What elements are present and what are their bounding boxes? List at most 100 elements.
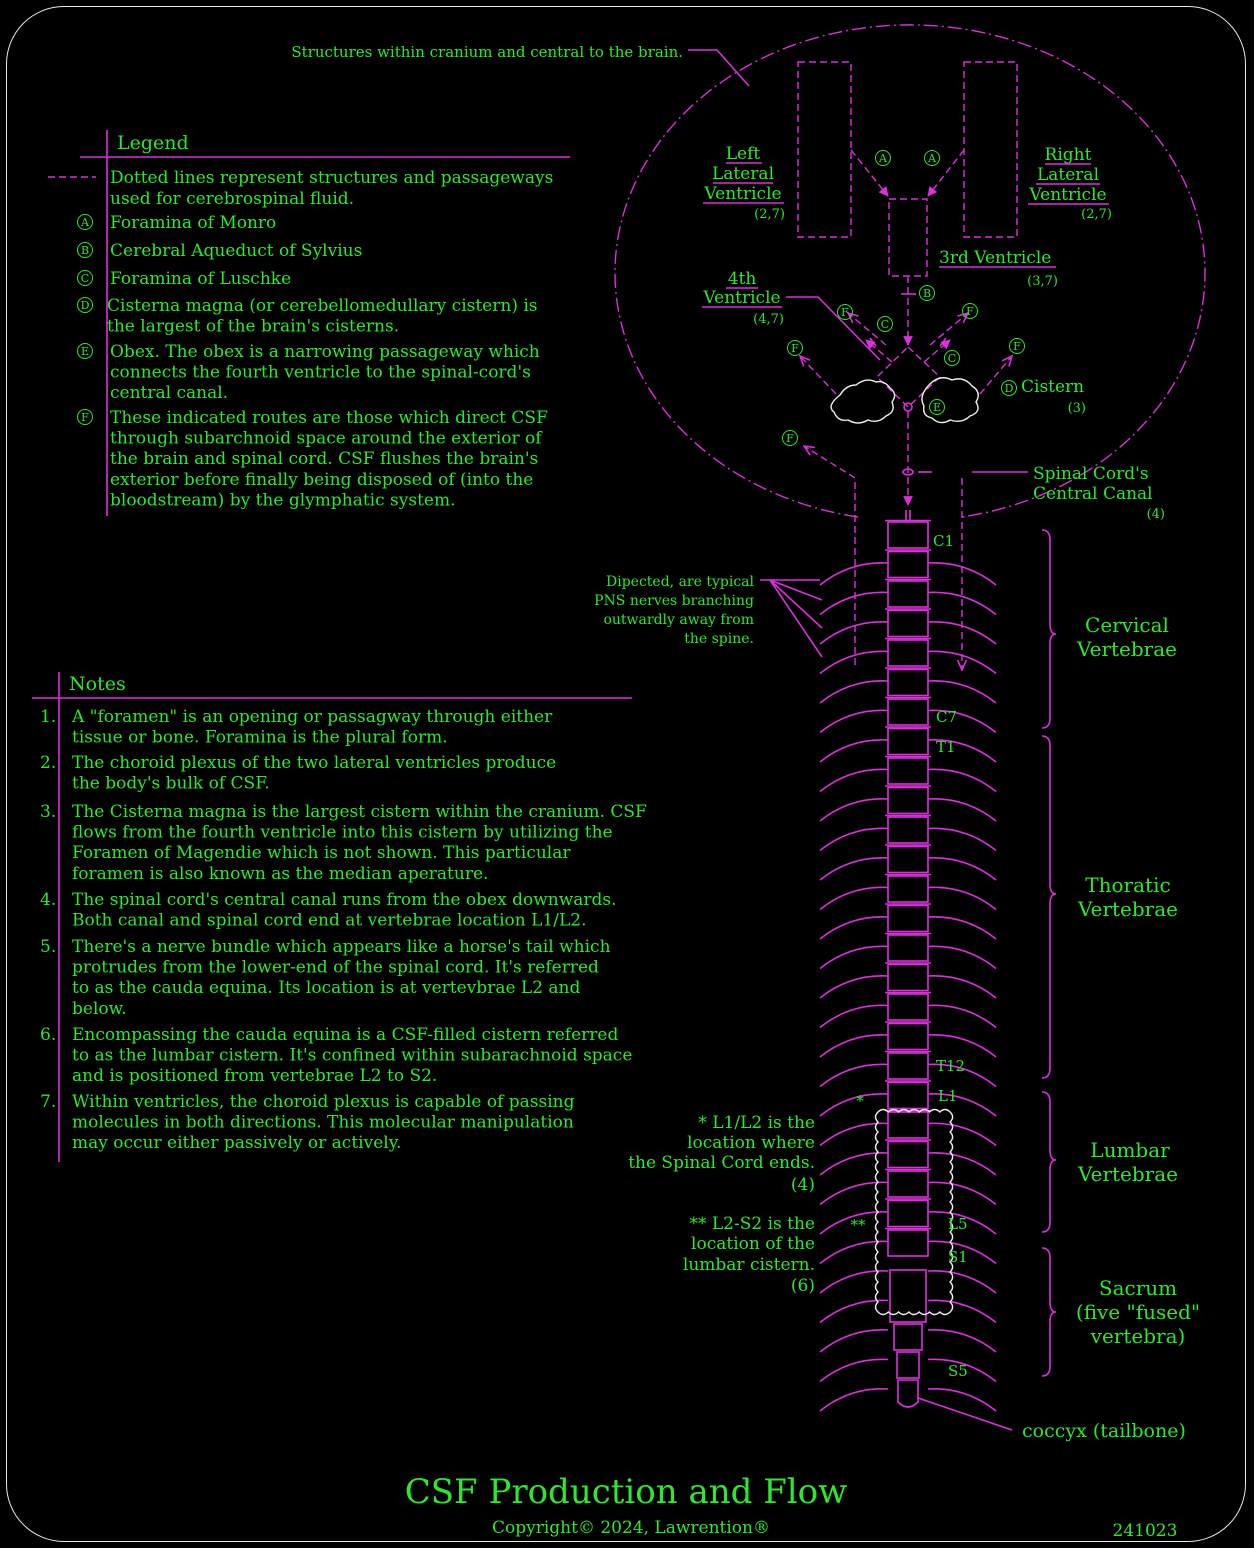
note-line: to as the lumbar cistern. It's confined … xyxy=(72,1046,632,1066)
note-line: foramen is also known as the median aper… xyxy=(72,864,488,884)
legend-heading: Legend xyxy=(117,132,189,154)
note-line: the body's bulk of CSF. xyxy=(72,774,270,794)
region-lumbar-1: Lumbar xyxy=(1090,1138,1170,1162)
svg-text:A: A xyxy=(80,216,90,229)
sacral-segment xyxy=(896,1351,920,1379)
note-line: may occur either passively or actively. xyxy=(72,1133,401,1153)
nerve-left xyxy=(819,975,889,999)
third-ventricle xyxy=(888,198,928,277)
marker-f-icon: F xyxy=(787,340,803,356)
legend-item-a-line: Foramina of Monro xyxy=(110,213,276,233)
star-note-2: location where xyxy=(687,1133,815,1153)
nerve-right xyxy=(927,798,997,822)
pns-note-2: PNS nerves branching xyxy=(594,593,754,609)
nerve-left xyxy=(819,1240,889,1265)
nerve-left xyxy=(819,1358,889,1383)
nerve-right xyxy=(927,1034,997,1058)
region-cervical-1: Cervical xyxy=(1085,613,1169,637)
notes: Notes 1.A "foramen" is an opening or pas… xyxy=(32,672,647,1162)
vertebra xyxy=(887,668,929,697)
vertebra xyxy=(887,786,929,815)
nerve-right xyxy=(927,1388,997,1412)
sacral-segment xyxy=(889,1269,927,1323)
nerve-right xyxy=(927,945,997,970)
nerve-left xyxy=(819,1388,889,1412)
note-line: Encompassing the cauda equina is a CSF-f… xyxy=(72,1025,618,1045)
region-lumbar-2: Vertebrae xyxy=(1077,1162,1178,1186)
marker-c-icon: C xyxy=(944,350,960,366)
note-number: 4. xyxy=(40,890,56,910)
right-ventricle-ref: (2,7) xyxy=(1081,207,1112,222)
note-line: protrudes from the lower-end of the spin… xyxy=(72,958,599,978)
nerve-right xyxy=(927,1063,997,1088)
svg-text:E: E xyxy=(933,401,941,414)
star-note-4: (4) xyxy=(791,1175,815,1195)
region-sacrum-1: Sacrum xyxy=(1099,1276,1177,1300)
vertebra xyxy=(887,1052,929,1080)
nerve-left xyxy=(819,650,889,675)
star-note-1: * L1/L2 is the xyxy=(698,1113,815,1133)
pns-note-4: the spine. xyxy=(684,631,754,647)
region-thoracic-2: Vertebrae xyxy=(1077,897,1178,921)
nerve-right xyxy=(927,1299,997,1324)
nerve-left xyxy=(819,945,889,970)
copyright: Copyright© 2024, Lawrention® xyxy=(492,1518,770,1538)
region-sacrum-2: (five "fused" xyxy=(1076,1300,1200,1324)
marker-f-icon: F xyxy=(962,303,978,319)
note-number: 6. xyxy=(40,1025,56,1045)
nerve-right xyxy=(927,562,997,586)
svg-text:D: D xyxy=(81,299,90,312)
note-number: 7. xyxy=(40,1092,56,1112)
note-line: tissue or bone. Foramina is the plural f… xyxy=(72,728,448,748)
nerve-right xyxy=(927,591,997,616)
nerve-right xyxy=(927,975,997,999)
marker-e-icon: E xyxy=(929,399,945,415)
fourth-ventricle-ref: (4,7) xyxy=(753,312,784,327)
nerve-left xyxy=(819,768,889,793)
note-line: There's a nerve bundle which appears lik… xyxy=(72,937,611,957)
nerve-right xyxy=(927,1358,997,1383)
coccyx-label: coccyx (tailbone) xyxy=(1022,1420,1186,1442)
region-sacrum-3: vertebra) xyxy=(1090,1324,1186,1348)
left-ventricle-ref: (2,7) xyxy=(754,207,785,222)
nerve-right xyxy=(927,621,997,645)
note-number: 5. xyxy=(40,937,56,957)
vertebra xyxy=(887,934,929,962)
region-cervical-2: Vertebrae xyxy=(1076,637,1177,661)
note-line: Both canal and spinal cord end at verteb… xyxy=(72,911,586,931)
third-ventricle-label: 3rd Ventricle xyxy=(939,248,1051,268)
notes-heading: Notes xyxy=(69,673,126,695)
cistern-label: Cistern xyxy=(1021,377,1084,397)
nerve-right xyxy=(927,827,997,852)
svg-text:F: F xyxy=(966,305,974,318)
svg-text:A: A xyxy=(878,152,888,165)
nerve-left xyxy=(819,886,889,911)
note-number: 2. xyxy=(40,753,56,773)
nerve-left xyxy=(819,1211,889,1235)
fourth-ventricle-label-1: 4th xyxy=(728,269,757,289)
nerve-left xyxy=(819,857,889,881)
nerve-left xyxy=(819,1299,889,1324)
label-t1: T1 xyxy=(936,738,956,756)
nerve-right xyxy=(927,857,997,881)
label-l5: L5 xyxy=(948,1215,968,1233)
label-t12: T12 xyxy=(936,1057,965,1075)
vertebra xyxy=(887,727,929,756)
nerve-left xyxy=(819,1034,889,1058)
nerve-left xyxy=(819,562,889,586)
note-line: Within ventricles, the choroid plexus is… xyxy=(72,1092,575,1112)
region-thoracic-1: Thoratic xyxy=(1085,873,1170,897)
nerve-right xyxy=(927,709,997,734)
note-line: below. xyxy=(72,999,127,1019)
marker-d-icon: D xyxy=(1001,380,1017,396)
double-star-note-3: lumbar cistern. xyxy=(683,1255,815,1275)
legend-marker-f: F xyxy=(77,409,93,425)
vertebra xyxy=(887,816,929,844)
vertebra xyxy=(887,639,929,667)
nerve-left xyxy=(819,798,889,822)
double-star-note-2: location of the xyxy=(691,1234,815,1254)
vertebra xyxy=(887,1081,929,1110)
legend-item-f-line: bloodstream) by the glymphatic system. xyxy=(110,490,456,510)
nerve-left xyxy=(819,739,889,763)
svg-text:A: A xyxy=(927,152,937,165)
